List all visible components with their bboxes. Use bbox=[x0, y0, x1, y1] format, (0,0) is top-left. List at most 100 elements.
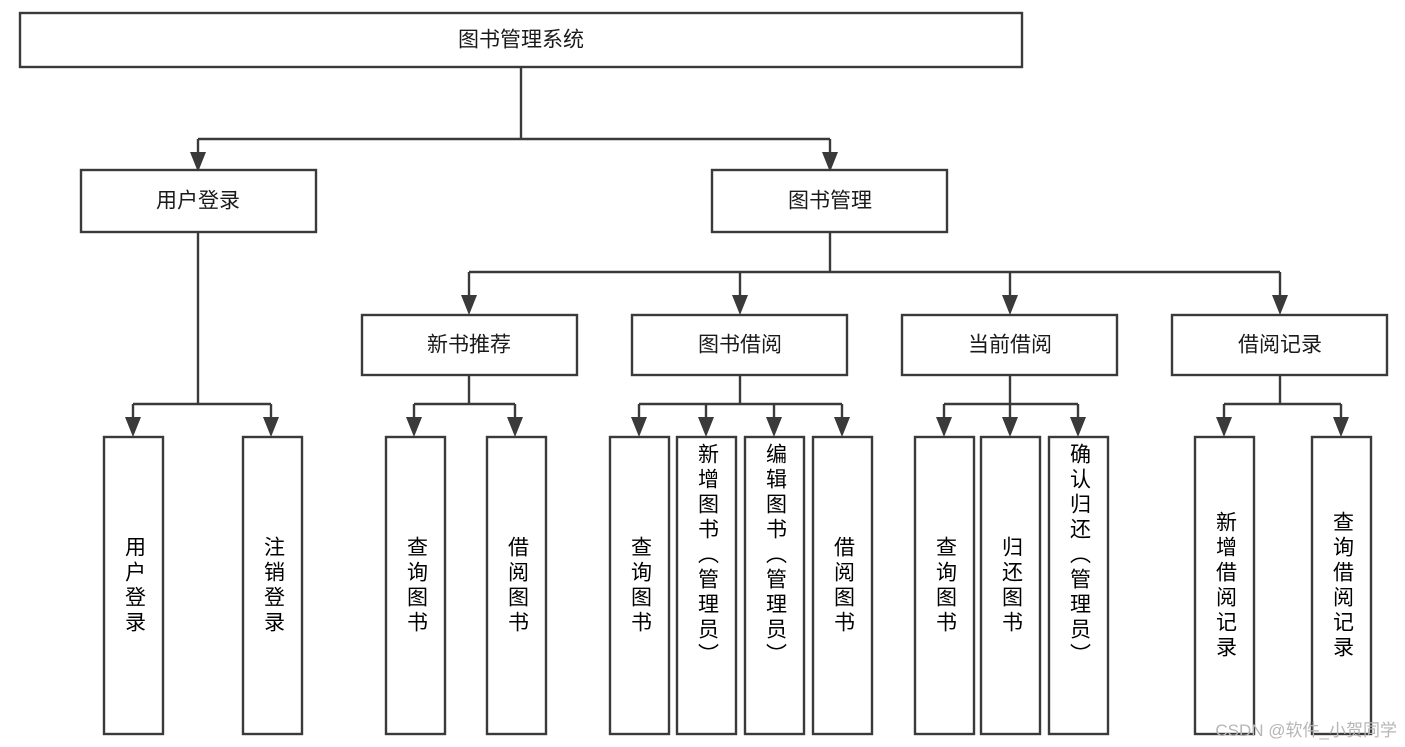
leaf-box-logout-login[interactable] bbox=[241, 435, 304, 736]
leaf-text-wrap-return-book: 归还图书 bbox=[999, 535, 1023, 636]
leaf-box-borrow-book-2[interactable] bbox=[811, 435, 874, 736]
node-book-borrow[interactable]: 图书借阅 bbox=[630, 313, 849, 377]
leaf-node-query-borrow-record[interactable]: 查询借阅记录 bbox=[1310, 435, 1373, 736]
leaf-box-query-book-2[interactable] bbox=[608, 435, 671, 736]
leaf-text-wrap-add-book-admin: 新增图书（管理员） bbox=[695, 443, 719, 668]
leaf-box-query-book-1[interactable] bbox=[384, 435, 447, 736]
leaf-node-user-login[interactable]: 用户登录 bbox=[102, 435, 165, 736]
leaf-text-wrap-query-book-2: 查询图书 bbox=[628, 535, 652, 636]
arrow-head-book-borrow bbox=[732, 295, 748, 315]
arrow-head-leaf-edit-book-admin bbox=[766, 417, 782, 437]
node-root-book-management-system[interactable]: 图书管理系统 bbox=[18, 11, 1024, 69]
arrow-head-leaf-query-book-3 bbox=[936, 417, 952, 437]
arrow-head-leaf-confirm-return-admin bbox=[1070, 417, 1086, 437]
node-box-book-management[interactable] bbox=[710, 168, 949, 234]
arrow-head-leaf-query-book-1 bbox=[406, 417, 422, 437]
node-box-borrow-record[interactable] bbox=[1170, 313, 1389, 377]
leaf-box-return-book[interactable] bbox=[979, 435, 1042, 736]
leaf-text-wrap-confirm-return-admin: 确认归还（管理员） bbox=[1067, 443, 1091, 668]
edge-group-current-borrow bbox=[936, 375, 1086, 437]
leaf-node-query-book-2[interactable]: 查询图书 bbox=[608, 435, 671, 736]
node-box-current-borrow[interactable] bbox=[900, 313, 1119, 377]
leaf-label-query-book-3: 查询图书 bbox=[933, 535, 957, 636]
arrow-head-leaf-logout-login bbox=[263, 417, 279, 437]
node-user-login[interactable]: 用户登录 bbox=[79, 168, 318, 234]
edge-group-new-book-recommend bbox=[406, 375, 523, 437]
leaf-label-borrow-book-2: 借阅图书 bbox=[831, 535, 855, 636]
leaf-label-confirm-return-admin: 确认归还（管理员） bbox=[1067, 443, 1091, 668]
leaf-text-wrap-add-borrow-record: 新增借阅记录 bbox=[1213, 510, 1237, 661]
leaf-node-confirm-return-admin[interactable]: 确认归还（管理员） bbox=[1047, 435, 1110, 736]
leaf-label-logout-login: 注销登录 bbox=[261, 535, 285, 636]
leaf-label-add-borrow-record: 新增借阅记录 bbox=[1213, 510, 1237, 661]
arrow-head-user-login bbox=[190, 152, 206, 172]
leaf-text-wrap-query-book-3: 查询图书 bbox=[933, 535, 957, 636]
leaf-label-return-book: 归还图书 bbox=[999, 535, 1023, 636]
leaf-box-user-login[interactable] bbox=[102, 435, 165, 736]
leaf-node-logout-login[interactable]: 注销登录 bbox=[241, 435, 304, 736]
arrow-head-book-management bbox=[822, 152, 838, 172]
leaf-text-wrap-user-login: 用户登录 bbox=[122, 535, 146, 636]
arrow-head-leaf-borrow-book-2 bbox=[834, 417, 850, 437]
leaf-text-wrap-query-book-1: 查询图书 bbox=[404, 535, 428, 636]
leaf-box-add-book-admin[interactable] bbox=[675, 435, 738, 736]
node-box-root[interactable] bbox=[18, 11, 1024, 69]
node-label-user-login: 用户登录 bbox=[156, 190, 240, 213]
leaf-node-query-book-3[interactable]: 查询图书 bbox=[913, 435, 976, 736]
leaf-text-wrap-edit-book-admin: 编辑图书（管理员） bbox=[763, 443, 787, 668]
leaf-box-query-borrow-record[interactable] bbox=[1310, 435, 1373, 736]
node-label-current-borrow: 当前借阅 bbox=[968, 334, 1052, 357]
arrow-head-leaf-return-book bbox=[1002, 417, 1018, 437]
edge-group-book-management bbox=[461, 232, 1288, 315]
leaf-text-wrap-logout-login: 注销登录 bbox=[261, 535, 285, 636]
node-box-new-book-recommend[interactable] bbox=[360, 313, 579, 377]
arrow-head-leaf-query-book-2 bbox=[631, 417, 647, 437]
leaf-box-borrow-book-1[interactable] bbox=[485, 435, 548, 736]
leaf-box-edit-book-admin[interactable] bbox=[743, 435, 806, 736]
arrow-head-leaf-add-borrow-record bbox=[1216, 417, 1232, 437]
node-box-user-login[interactable] bbox=[79, 168, 318, 234]
leaf-text-wrap-query-borrow-record: 查询借阅记录 bbox=[1330, 510, 1354, 661]
arrow-head-leaf-query-borrow-record bbox=[1333, 417, 1349, 437]
edge-group-user-login bbox=[125, 232, 279, 437]
leaf-node-add-borrow-record[interactable]: 新增借阅记录 bbox=[1193, 435, 1256, 736]
leaf-node-query-book-1[interactable]: 查询图书 bbox=[384, 435, 447, 736]
node-label-root: 图书管理系统 bbox=[458, 29, 584, 52]
leaf-node-edit-book-admin[interactable]: 编辑图书（管理员） bbox=[743, 435, 806, 736]
node-current-borrow[interactable]: 当前借阅 bbox=[900, 313, 1119, 377]
leaf-node-return-book[interactable]: 归还图书 bbox=[979, 435, 1042, 736]
leaf-label-borrow-book-1: 借阅图书 bbox=[505, 535, 529, 636]
arrow-head-new-book-recommend bbox=[461, 295, 477, 315]
leaf-node-add-book-admin[interactable]: 新增图书（管理员） bbox=[675, 435, 738, 736]
arrow-head-leaf-borrow-book-1 bbox=[507, 417, 523, 437]
edge-group-borrow-record bbox=[1216, 375, 1349, 437]
leaf-label-query-borrow-record: 查询借阅记录 bbox=[1330, 510, 1354, 661]
leaf-label-query-book-2: 查询图书 bbox=[628, 535, 652, 636]
node-label-new-book-recommend: 新书推荐 bbox=[427, 334, 511, 357]
leaf-box-query-book-3[interactable] bbox=[913, 435, 976, 736]
edge-group-book-borrow bbox=[631, 375, 850, 437]
edge-group-root bbox=[190, 67, 838, 172]
leaf-box-confirm-return-admin[interactable] bbox=[1047, 435, 1110, 736]
node-book-management[interactable]: 图书管理 bbox=[710, 168, 949, 234]
node-box-book-borrow[interactable] bbox=[630, 313, 849, 377]
arrow-head-borrow-record bbox=[1272, 295, 1288, 315]
arrow-head-current-borrow bbox=[1002, 295, 1018, 315]
leaf-text-wrap-borrow-book-2: 借阅图书 bbox=[831, 535, 855, 636]
arrow-head-leaf-user-login bbox=[125, 417, 141, 437]
leaf-box-add-borrow-record[interactable] bbox=[1193, 435, 1256, 736]
node-label-book-borrow: 图书借阅 bbox=[698, 334, 782, 357]
node-borrow-record[interactable]: 借阅记录 bbox=[1170, 313, 1389, 377]
leaf-label-edit-book-admin: 编辑图书（管理员） bbox=[763, 443, 787, 668]
node-label-borrow-record: 借阅记录 bbox=[1238, 334, 1322, 357]
leaf-label-user-login: 用户登录 bbox=[122, 535, 146, 636]
node-new-book-recommend[interactable]: 新书推荐 bbox=[360, 313, 579, 377]
leaf-label-query-book-1: 查询图书 bbox=[404, 535, 428, 636]
node-label-book-management: 图书管理 bbox=[788, 190, 872, 213]
leaf-node-borrow-book-2[interactable]: 借阅图书 bbox=[811, 435, 874, 736]
leaf-node-borrow-book-1[interactable]: 借阅图书 bbox=[485, 435, 548, 736]
leaf-text-wrap-borrow-book-1: 借阅图书 bbox=[505, 535, 529, 636]
leaf-label-add-book-admin: 新增图书（管理员） bbox=[695, 443, 719, 668]
